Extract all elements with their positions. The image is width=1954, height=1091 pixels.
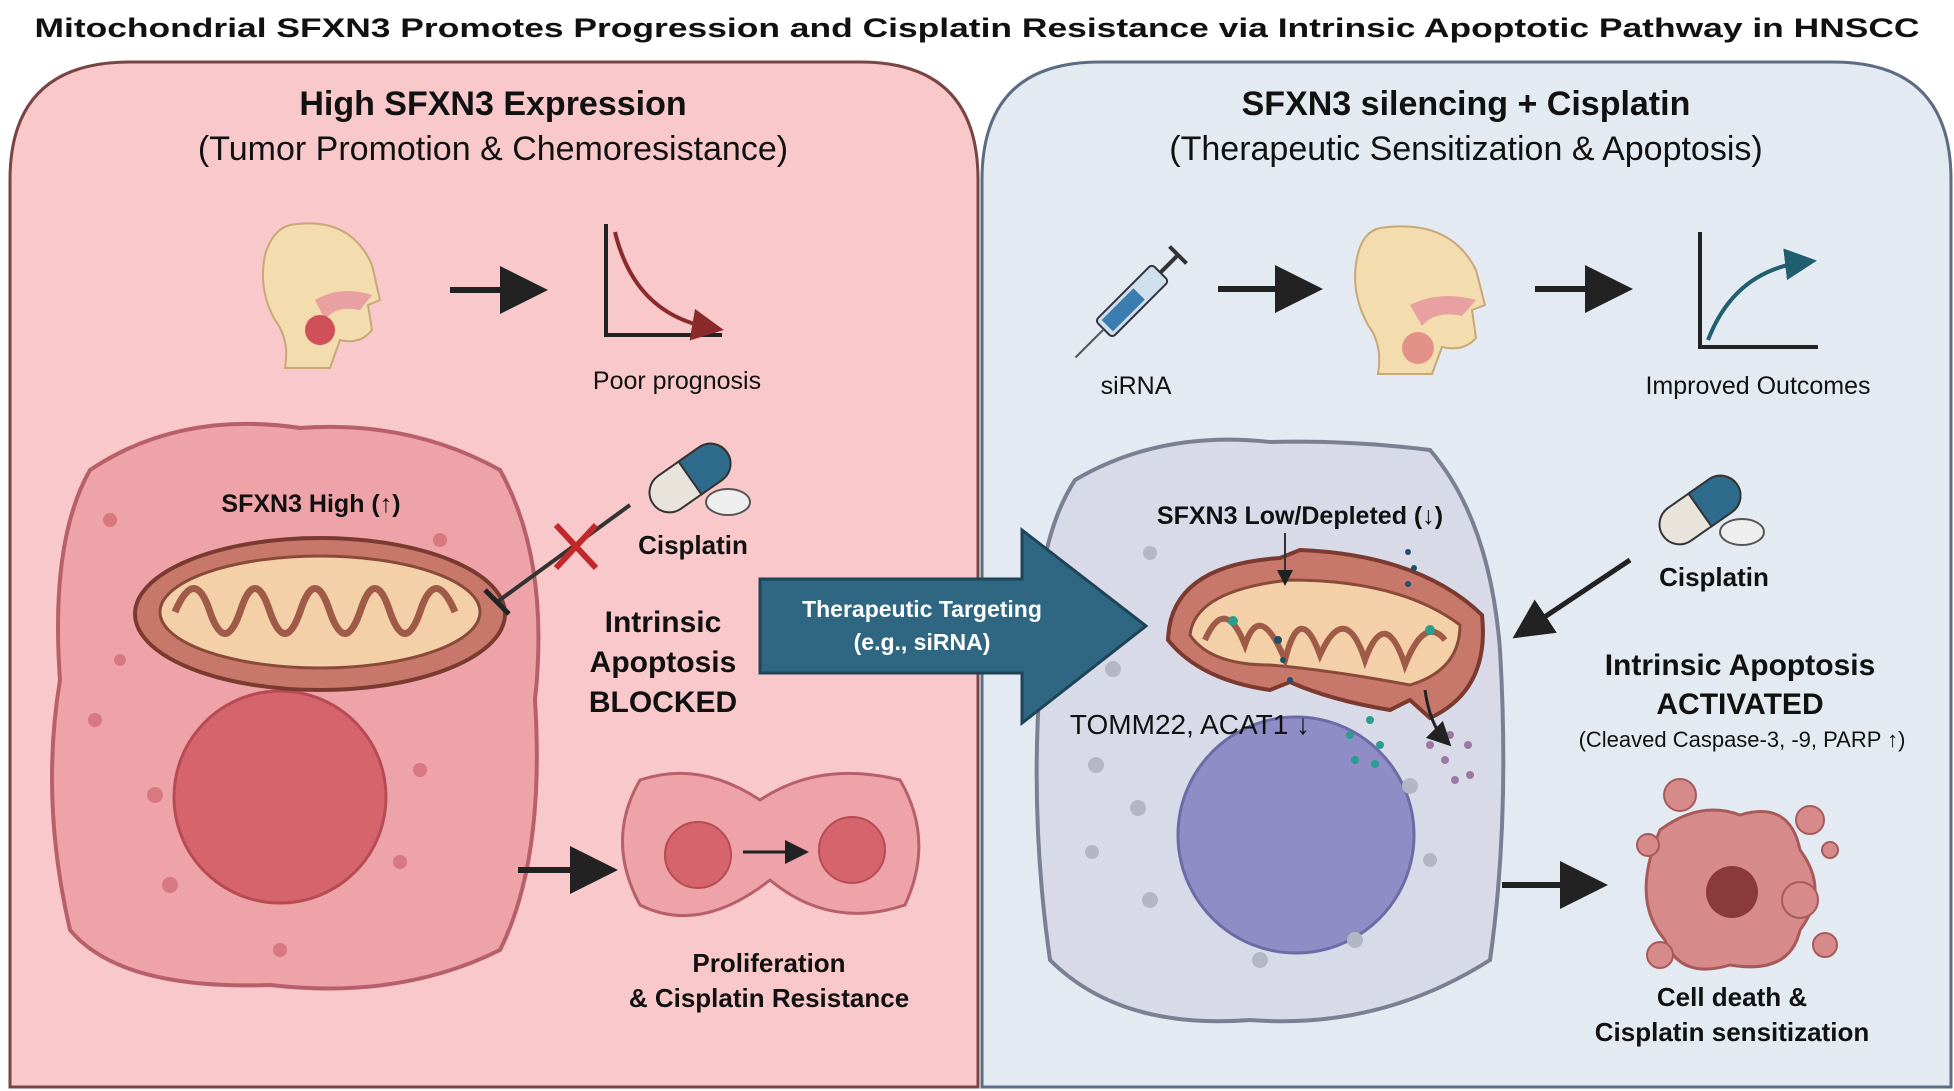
syringe-icon [1074,245,1188,359]
left-subheading: (Tumor Promotion & Chemoresistance) [198,130,788,168]
sfxn3-high-label: SFXN3 High (↑) [221,490,400,518]
right-heading: SFXN3 silencing + Cisplatin [1242,85,1691,123]
improved-outcomes-label: Improved Outcomes [1645,372,1870,400]
figure-title: Mitochondrial SFXN3 Promotes Progression… [35,13,1920,43]
proliferation-line-1: Proliferation [692,948,845,978]
cisplatin-label-right: Cisplatin [1659,562,1769,592]
cisplatin-pill-icon [1658,474,1765,546]
sirna-label: siRNA [1101,372,1172,400]
cell-death-line-2: Cisplatin sensitization [1595,1017,1870,1047]
cisplatin-pill-icon [648,442,751,516]
apoptosis-blocked-line-1: Intrinsic [605,606,722,639]
sfxn3-low-label: SFXN3 Low/Depleted (↓) [1157,502,1443,530]
tumor-cell-sfxn3-silenced [1034,437,1506,1024]
right-subheading: (Therapeutic Sensitization & Apoptosis) [1169,130,1762,168]
left-panel: High SFXN3 Expression (Tumor Promotion &… [8,60,980,1089]
tumor-cell-high-sfxn3 [50,421,541,991]
cell-death-line-1: Cell death & [1657,982,1807,1012]
right-panel: SFXN3 silencing + Cisplatin (Therapeutic… [980,60,1953,1089]
tomm22-acat1-label: TOMM22, ACAT1 ↓ [1070,709,1310,740]
declining-survival-chart-icon [604,224,724,341]
damaged-mitochondrion-icon [1165,547,1485,721]
apoptotic-cell-icon [1636,778,1839,971]
arrow-icon [1512,557,1632,639]
inhibition-line-icon [483,503,632,616]
apoptosis-markers-label: (Cleaved Caspase-3, -9, PARP ↑) [1579,727,1906,752]
apoptosis-blocked-line-3: BLOCKED [589,686,737,719]
blocked-x-icon [553,522,599,571]
therapeutic-targeting-line-2: (e.g., siRNA) [854,629,991,655]
head-tumor-icon [262,222,382,369]
proliferation-line-2: & Cisplatin Resistance [629,983,909,1013]
apoptosis-activated-line-2: ACTIVATED [1656,688,1823,721]
mitochondrion-icon [133,536,507,692]
therapeutic-targeting-line-1: Therapeutic Targeting [802,596,1042,622]
poor-prognosis-label: Poor prognosis [593,367,761,395]
therapeutic-targeting-arrow: Therapeutic Targeting (e.g., siRNA) [758,526,1149,727]
apoptosis-blocked-line-2: Apoptosis [590,646,737,679]
cisplatin-label-left: Cisplatin [638,530,748,560]
left-heading: High SFXN3 Expression [299,85,686,123]
apoptosis-activated-line-1: Intrinsic Apoptosis [1605,649,1876,682]
dividing-cells-icon [621,771,921,918]
head-treated-icon [1354,225,1487,375]
improving-outcome-chart-icon [1698,232,1818,349]
